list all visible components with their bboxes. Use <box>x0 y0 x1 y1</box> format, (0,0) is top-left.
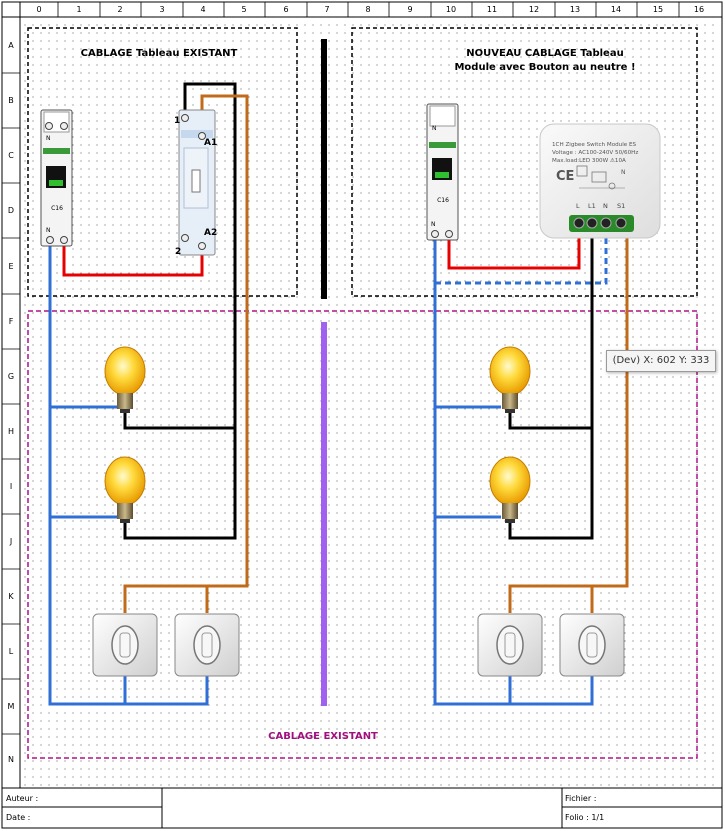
col-label: 0 <box>36 5 41 14</box>
col-label: 12 <box>529 5 539 14</box>
row-label: J <box>9 537 12 546</box>
push-button-icon <box>559 613 625 677</box>
module-spec-2: Voltage : AC100-240V 50/60Hz <box>552 150 638 156</box>
right-panel-title: NOUVEAU CABLAGE Tableau <box>466 48 623 59</box>
col-label: 5 <box>241 5 246 14</box>
right-new-frame <box>351 27 698 297</box>
row-label: H <box>8 427 14 436</box>
column-numbers: 0 1 2 3 4 5 6 7 8 9 10 11 12 13 14 15 16 <box>36 5 704 14</box>
relay-terminal-a2: A2 <box>204 228 217 238</box>
folio-label: Folio : 1/1 <box>565 813 604 822</box>
bulb-icon <box>104 346 146 413</box>
relay-terminal-1: 1 <box>174 116 180 126</box>
relay-terminal-2: 2 <box>175 247 181 257</box>
divider-black <box>321 39 327 299</box>
push-button-icon <box>92 613 158 677</box>
bulb-icon <box>489 346 531 413</box>
row-label: L <box>9 647 14 656</box>
bulb-icon <box>104 456 146 523</box>
breaker-n-bottom: N <box>46 227 51 234</box>
col-label: 9 <box>407 5 412 14</box>
breaker-n-top: N <box>46 135 51 142</box>
breaker-label: C16 <box>51 205 63 212</box>
row-label: A <box>8 41 14 50</box>
footer: Auteur : Date : Fichier : Folio : 1/1 <box>1 787 723 829</box>
row-header <box>2 72 20 735</box>
module-terminal-l1: L1 <box>588 202 596 210</box>
module-n-mark: N <box>621 169 626 176</box>
col-label: 2 <box>117 5 122 14</box>
right-wires <box>433 226 629 706</box>
right-panel-subtitle: Module avec Bouton au neutre ! <box>454 62 635 73</box>
breaker-label: C16 <box>437 197 449 204</box>
left-breaker: N C16 N <box>40 109 73 247</box>
col-label: 16 <box>694 5 704 14</box>
row-label: I <box>10 482 12 491</box>
push-button-icon <box>174 613 240 677</box>
row-letters: A B C D E F G H I J K L M N <box>8 41 15 764</box>
divider-violet <box>321 322 327 706</box>
row-label: F <box>9 317 14 326</box>
module-terminal-s1: S1 <box>617 202 625 210</box>
col-label: 15 <box>653 5 663 14</box>
col-label: 14 <box>611 5 621 14</box>
module-terminal-l: L <box>576 202 580 210</box>
left-wires <box>48 82 249 706</box>
relay-terminal-a1: A1 <box>204 138 217 148</box>
row-label: D <box>8 206 14 215</box>
module-terminal-n: N <box>603 202 608 210</box>
left-existing-frame <box>27 27 298 297</box>
cursor-coordinates-tooltip: (Dev) X: 602 Y: 333 <box>606 350 716 372</box>
author-label: Auteur : <box>6 794 38 803</box>
col-label: 1 <box>76 5 81 14</box>
row-label: C <box>8 151 14 160</box>
module-spec-1: 1CH Zigbee Switch Module ES <box>552 142 637 148</box>
right-breaker: N C16 N <box>426 103 459 241</box>
left-relay: 1 A1 A2 2 <box>174 109 217 257</box>
col-label: 11 <box>487 5 497 14</box>
existing-wiring-frame <box>27 310 698 759</box>
col-label: 13 <box>570 5 580 14</box>
row-label: K <box>8 592 14 601</box>
col-label: 8 <box>365 5 370 14</box>
breaker-n-top: N <box>432 125 437 132</box>
zigbee-module: 1CH Zigbee Switch Module ES Voltage : AC… <box>539 123 661 239</box>
col-label: 3 <box>159 5 164 14</box>
file-label: Fichier : <box>565 794 596 803</box>
bulb-icon <box>489 456 531 523</box>
module-spec-3: Max.load:LED 300W ⚠10A <box>552 157 626 164</box>
date-label: Date : <box>6 813 30 822</box>
breaker-n-bottom: N <box>431 221 436 228</box>
column-header <box>57 2 680 17</box>
col-label: 7 <box>324 5 329 14</box>
col-label: 6 <box>283 5 288 14</box>
col-label: 10 <box>446 5 456 14</box>
row-label: G <box>8 372 14 381</box>
left-panel-title: CABLAGE Tableau EXISTANT <box>81 48 238 59</box>
row-label: M <box>8 702 15 711</box>
ce-mark: CE <box>556 169 574 184</box>
bottom-label: CABLAGE EXISTANT <box>268 731 378 742</box>
row-label: B <box>8 96 14 105</box>
push-button-icon <box>477 613 543 677</box>
row-label: E <box>8 262 13 271</box>
row-label: N <box>8 755 14 764</box>
col-label: 4 <box>200 5 205 14</box>
